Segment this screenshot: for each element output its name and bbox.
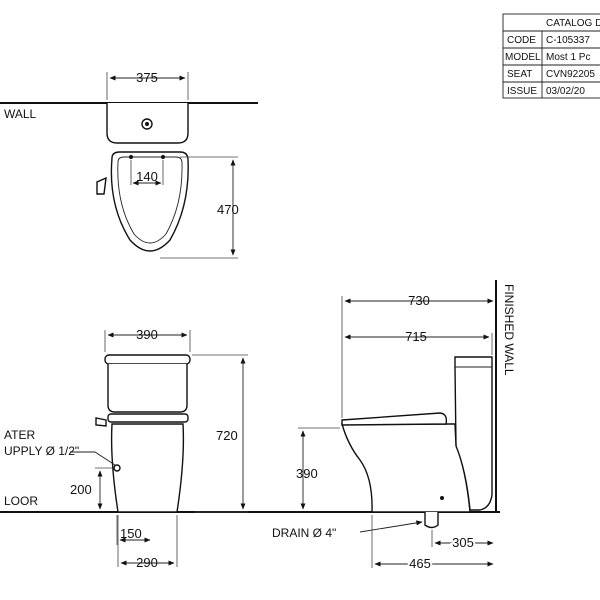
dim-base-width: 290 — [136, 555, 158, 570]
dim-seat-length: 715 — [405, 329, 427, 344]
dim-hinge-spacing: 140 — [136, 169, 158, 184]
dim-base-depth: 465 — [409, 556, 431, 571]
flush-lever — [96, 176, 107, 195]
water-supply-point — [113, 464, 121, 472]
water-supply-label-line2: UPPLY Ø 1/2" — [4, 444, 79, 458]
title-block-value-model: Most 1 Pc — [546, 52, 590, 63]
finished-wall-label: FINISHED WALL — [502, 284, 516, 376]
dim-front-width: 390 — [136, 327, 158, 342]
lever-front — [95, 417, 107, 427]
floor-label: LOOR — [4, 494, 38, 508]
title-block: CATALOG D CODE C-105337 MODEL Most 1 Pc … — [502, 13, 600, 99]
dim-overall-length: 730 — [408, 293, 430, 308]
dim-supply-height: 200 — [70, 482, 92, 497]
water-supply-label-line1: ATER — [4, 428, 35, 442]
title-block-value-issue: 03/02/20 — [546, 86, 585, 97]
bowl-front — [110, 423, 185, 513]
dim-total-height: 720 — [216, 428, 238, 443]
title-block-value-seat: CVN92205 — [546, 69, 595, 80]
dim-top-depth: 470 — [217, 202, 239, 217]
dim-rough-in: 305 — [452, 535, 474, 550]
seat-top-view — [110, 151, 189, 252]
top-view: WALL 375 140 470 — [0, 70, 258, 259]
title-block-key-model: MODEL — [505, 52, 541, 63]
tank-front — [107, 364, 188, 413]
title-block-key-code: CODE — [507, 35, 536, 46]
title-block-frame — [502, 13, 600, 99]
tank-lid — [104, 354, 191, 365]
side-view: FINISHED WALL 730 715 390 DRAIN Ø 4" 305 — [272, 280, 516, 573]
drain-pipe — [424, 512, 439, 529]
seat-front — [107, 413, 189, 423]
bowl-side — [341, 423, 471, 513]
title-block-key-issue: ISSUE — [507, 86, 537, 97]
seat-side — [341, 412, 448, 426]
dim-top-width: 375 — [136, 70, 158, 85]
title-block-key-seat: SEAT — [507, 69, 532, 80]
wall-label: WALL — [4, 107, 37, 121]
title-block-value-code: C-105337 — [546, 35, 590, 46]
drain-label: DRAIN Ø 4" — [272, 526, 336, 540]
title-block-heading: CATALOG D — [546, 18, 600, 29]
dim-base-offset: 150 — [120, 526, 142, 541]
front-view: LOOR ATER UPPLY Ø 1/2" 390 720 200 — [0, 327, 500, 570]
dim-seat-height: 390 — [296, 466, 318, 481]
